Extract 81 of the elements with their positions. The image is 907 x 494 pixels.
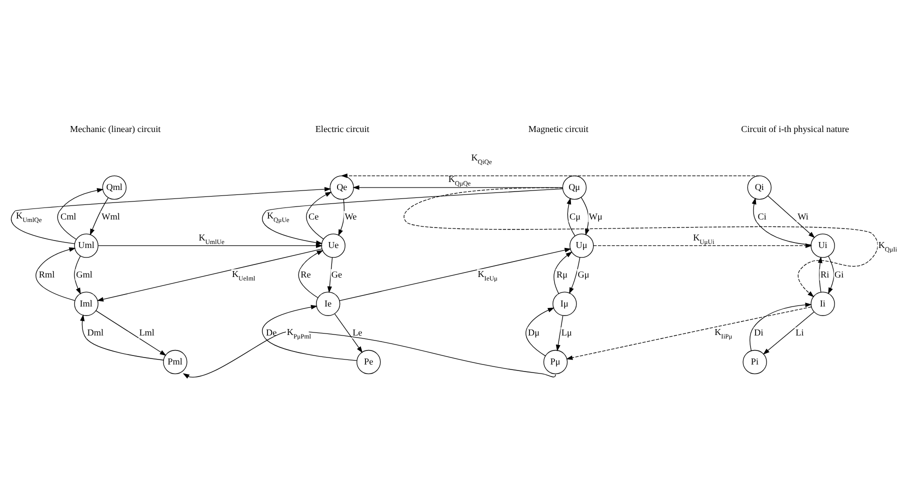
edge-label: Ci	[758, 210, 766, 221]
node-circle: Qe	[330, 174, 354, 200]
node-circle: Qμ	[562, 174, 587, 200]
edge-label: Di	[754, 327, 764, 338]
node-circle: Uμ	[570, 233, 594, 258]
node-circle: Ie	[316, 291, 340, 316]
edge-label: K$_{QiQe}$	[471, 152, 492, 166]
label: Electric circuit	[315, 123, 370, 134]
edge-label: K$_{QμIi}$	[878, 239, 898, 253]
arrow	[556, 314, 564, 351]
edge-label: Gi	[834, 269, 844, 280]
node-circle: Pe	[356, 349, 381, 374]
arrow	[96, 248, 322, 302]
edge-label: K$_{UmlQe}$	[16, 210, 42, 224]
edge-label: Wml	[102, 210, 120, 221]
edge-label: Dμ	[528, 327, 540, 338]
arrow	[98, 242, 323, 248]
arrow	[90, 197, 109, 235]
edge-label: Le	[352, 327, 362, 338]
node-circle: Pi	[742, 349, 767, 374]
edge-label: Gμ	[578, 269, 590, 280]
arrow	[566, 197, 576, 236]
arrow	[340, 172, 760, 178]
arrow	[57, 188, 104, 240]
edge-label: Ri	[820, 269, 830, 280]
arrow	[182, 330, 556, 378]
edge-label: Dml	[87, 327, 104, 338]
arrow	[327, 256, 333, 292]
node-circle: Qml	[102, 174, 126, 200]
arrow	[74, 255, 81, 294]
edge-label: Lml	[139, 327, 154, 338]
arrow	[338, 198, 345, 236]
node-circle: Qi	[747, 174, 772, 200]
node-circle: Ii	[810, 291, 835, 316]
arrow	[750, 302, 812, 350]
label: Mechanic (linear) circuit	[70, 123, 161, 134]
arrow	[339, 247, 572, 300]
edge-label: Cμ	[570, 210, 581, 221]
edge-label: Ge	[331, 269, 342, 280]
edge-label: K$_{UmlUe}$	[198, 232, 224, 246]
edge-label: K$_{UμUi}$	[693, 232, 714, 246]
node-circle: Pml	[163, 349, 188, 374]
edge-label: Gml	[76, 269, 92, 280]
edge-label: Ce	[308, 210, 319, 221]
arrow	[262, 188, 563, 244]
edge-label: K$_{PμPml}$	[286, 326, 312, 340]
edge-label: De	[266, 327, 277, 338]
label: Circuit of i-th physical nature	[741, 123, 850, 134]
label: Magnetic circuit	[528, 123, 588, 134]
arrow	[96, 310, 166, 356]
edge-label: Rμ	[556, 269, 568, 280]
edge-label: Li	[796, 327, 804, 338]
edge-label: Cml	[60, 210, 76, 221]
edge-label: Lμ	[561, 327, 572, 338]
arrow	[818, 256, 822, 292]
arrow	[262, 304, 358, 360]
edge-label: Wi	[798, 210, 808, 221]
edge-label: Re	[300, 269, 311, 280]
arrow	[569, 256, 580, 294]
arrow	[580, 196, 590, 235]
edge-label: K$_{UeIml}$	[232, 268, 256, 282]
arrow	[762, 311, 814, 354]
edge-label: We	[344, 210, 357, 221]
edge-label: Wμ	[588, 210, 602, 221]
arrow	[566, 306, 812, 360]
node-circle: Pμ	[543, 349, 568, 374]
arrow	[828, 255, 834, 294]
edge-label: Rml	[38, 269, 55, 280]
node-circle: Uml	[74, 233, 98, 258]
edge-label: K$_{QμUe}$	[267, 210, 290, 224]
node-circle: Iμ	[552, 291, 577, 316]
node-circle: Ui	[810, 233, 835, 258]
node-circle: Ue	[321, 233, 346, 258]
edge-label: K$_{QμQe}$	[448, 174, 471, 188]
arrow	[768, 195, 815, 238]
edge-label: K$_{IeUμ}$	[478, 268, 498, 282]
arrow	[352, 184, 563, 190]
arrow	[404, 186, 878, 297]
arrow	[80, 314, 164, 360]
edge-label: K$_{IiPμ}$	[714, 326, 732, 340]
node-circle: Iml	[74, 291, 98, 316]
